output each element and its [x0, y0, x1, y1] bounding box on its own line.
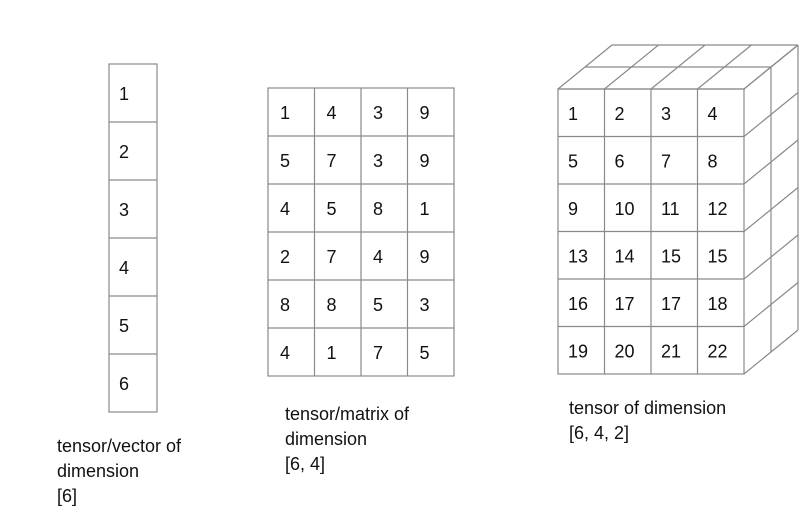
tensor-front-cell-value: 15 — [708, 246, 728, 266]
matrix-cell-value: 4 — [327, 103, 337, 123]
vector-cell-value: 2 — [119, 142, 129, 162]
vector-cell-value: 5 — [119, 316, 129, 336]
matrix-cell-value: 1 — [420, 199, 430, 219]
tensor-front-cell-value: 16 — [568, 294, 588, 314]
vector-grid: 1 2 3 4 5 6 — [108, 63, 158, 413]
top-face-edge — [604, 44, 659, 90]
matrix-cell-value: 9 — [420, 247, 430, 267]
vector-cell-value: 1 — [119, 84, 129, 104]
matrix-caption-line-1: tensor/matrix of — [285, 404, 410, 424]
tensor-front-cell-value: 9 — [568, 199, 578, 219]
matrix-cell-value: 3 — [373, 103, 383, 123]
tensor-front-cell-value: 14 — [615, 246, 635, 266]
matrix-cell-value: 3 — [420, 295, 430, 315]
matrix-cell-value: 1 — [280, 103, 290, 123]
tensor-front-cell-value: 11 — [661, 199, 680, 219]
tensor-front-cell-value: 12 — [708, 199, 728, 219]
vector-cell-value: 3 — [119, 200, 129, 220]
tensor-front-cell-value: 7 — [661, 151, 671, 171]
vector-caption-line-1: tensor/vector of — [57, 436, 182, 456]
tensor-front-cell-value: 2 — [615, 104, 625, 124]
top-face-edge — [697, 44, 752, 90]
tensor-front-cell-value: 22 — [708, 341, 728, 361]
side-face-edge — [743, 92, 799, 137]
matrix-cell-value: 7 — [327, 151, 337, 171]
matrix-caption: tensor/matrix of dimension [6, 4] — [285, 402, 409, 477]
matrix-cell-value: 4 — [373, 247, 383, 267]
vector-caption-line-3: [6] — [57, 486, 78, 506]
tensor-front-cell-value: 10 — [615, 199, 635, 219]
tensor-front-cell-value: 8 — [708, 151, 718, 171]
matrix-cell-value: 2 — [280, 247, 290, 267]
tensor-front-cell-value: 17 — [661, 294, 681, 314]
top-face-edge — [557, 44, 613, 90]
matrix-cell-value: 3 — [373, 151, 383, 171]
vector-caption: tensor/vector of dimension [6] — [57, 434, 181, 509]
tensor-front-cell-value: 13 — [568, 246, 588, 266]
tensor-front-cell-value: 1 — [568, 104, 578, 124]
tensor-caption-line-1: tensor of dimension — [569, 398, 727, 418]
vector-caption-line-2: dimension — [57, 461, 140, 481]
matrix-cell-value: 5 — [420, 343, 430, 363]
tensor-front-cell-value: 17 — [615, 294, 635, 314]
tensor-front-cell-value: 15 — [661, 246, 681, 266]
side-face-edge — [743, 139, 799, 185]
tensor-front-cell-value: 6 — [615, 151, 625, 171]
matrix-cell-value: 5 — [327, 199, 337, 219]
matrix-cell-value: 8 — [280, 295, 290, 315]
side-face-edge — [743, 234, 799, 280]
tensor-front-cell-value: 19 — [568, 341, 588, 361]
side-face-edge — [743, 282, 799, 327]
side-face-edge — [743, 187, 799, 232]
side-face-edge — [743, 329, 799, 375]
matrix-cell-value: 8 — [373, 199, 383, 219]
matrix-cell-value: 9 — [420, 103, 430, 123]
matrix-caption-line-2: dimension — [285, 429, 368, 449]
matrix-cell-value: 5 — [373, 295, 383, 315]
vector-cell-value: 6 — [119, 374, 129, 394]
vector-cell-value: 4 — [119, 258, 129, 278]
matrix-cell-value: 1 — [327, 343, 337, 363]
matrix-cell-value: 7 — [373, 343, 383, 363]
tensor-front-cell-value: 4 — [708, 104, 718, 124]
tensor-front-cell-value: 3 — [661, 104, 671, 124]
matrix-grid: 1 4 3 9 5 7 3 9 4 5 8 1 2 7 4 9 8 8 5 3 4 1 7 5 — [267, 87, 455, 377]
tensor-caption: tensor of dimension [6, 4, 2] — [569, 396, 726, 446]
matrix-cell-value: 4 — [280, 199, 290, 219]
tensor-front-cell-value: 5 — [568, 151, 578, 171]
side-face-edge — [743, 44, 799, 90]
tensor-front-cell-value: 18 — [708, 294, 728, 314]
top-face-edge — [650, 44, 706, 90]
tensor-front-cell-value: 20 — [615, 341, 635, 361]
matrix-cell-value: 8 — [327, 295, 337, 315]
matrix-cell-value: 7 — [327, 247, 337, 267]
matrix-caption-line-3: [6, 4] — [285, 454, 326, 474]
tensor-front-cell-value: 21 — [661, 341, 681, 361]
matrix-cell-value: 4 — [280, 343, 290, 363]
matrix-cell-value: 5 — [280, 151, 290, 171]
matrix-cell-value: 9 — [420, 151, 430, 171]
tensor-caption-line-2: [6, 4, 2] — [569, 423, 630, 443]
